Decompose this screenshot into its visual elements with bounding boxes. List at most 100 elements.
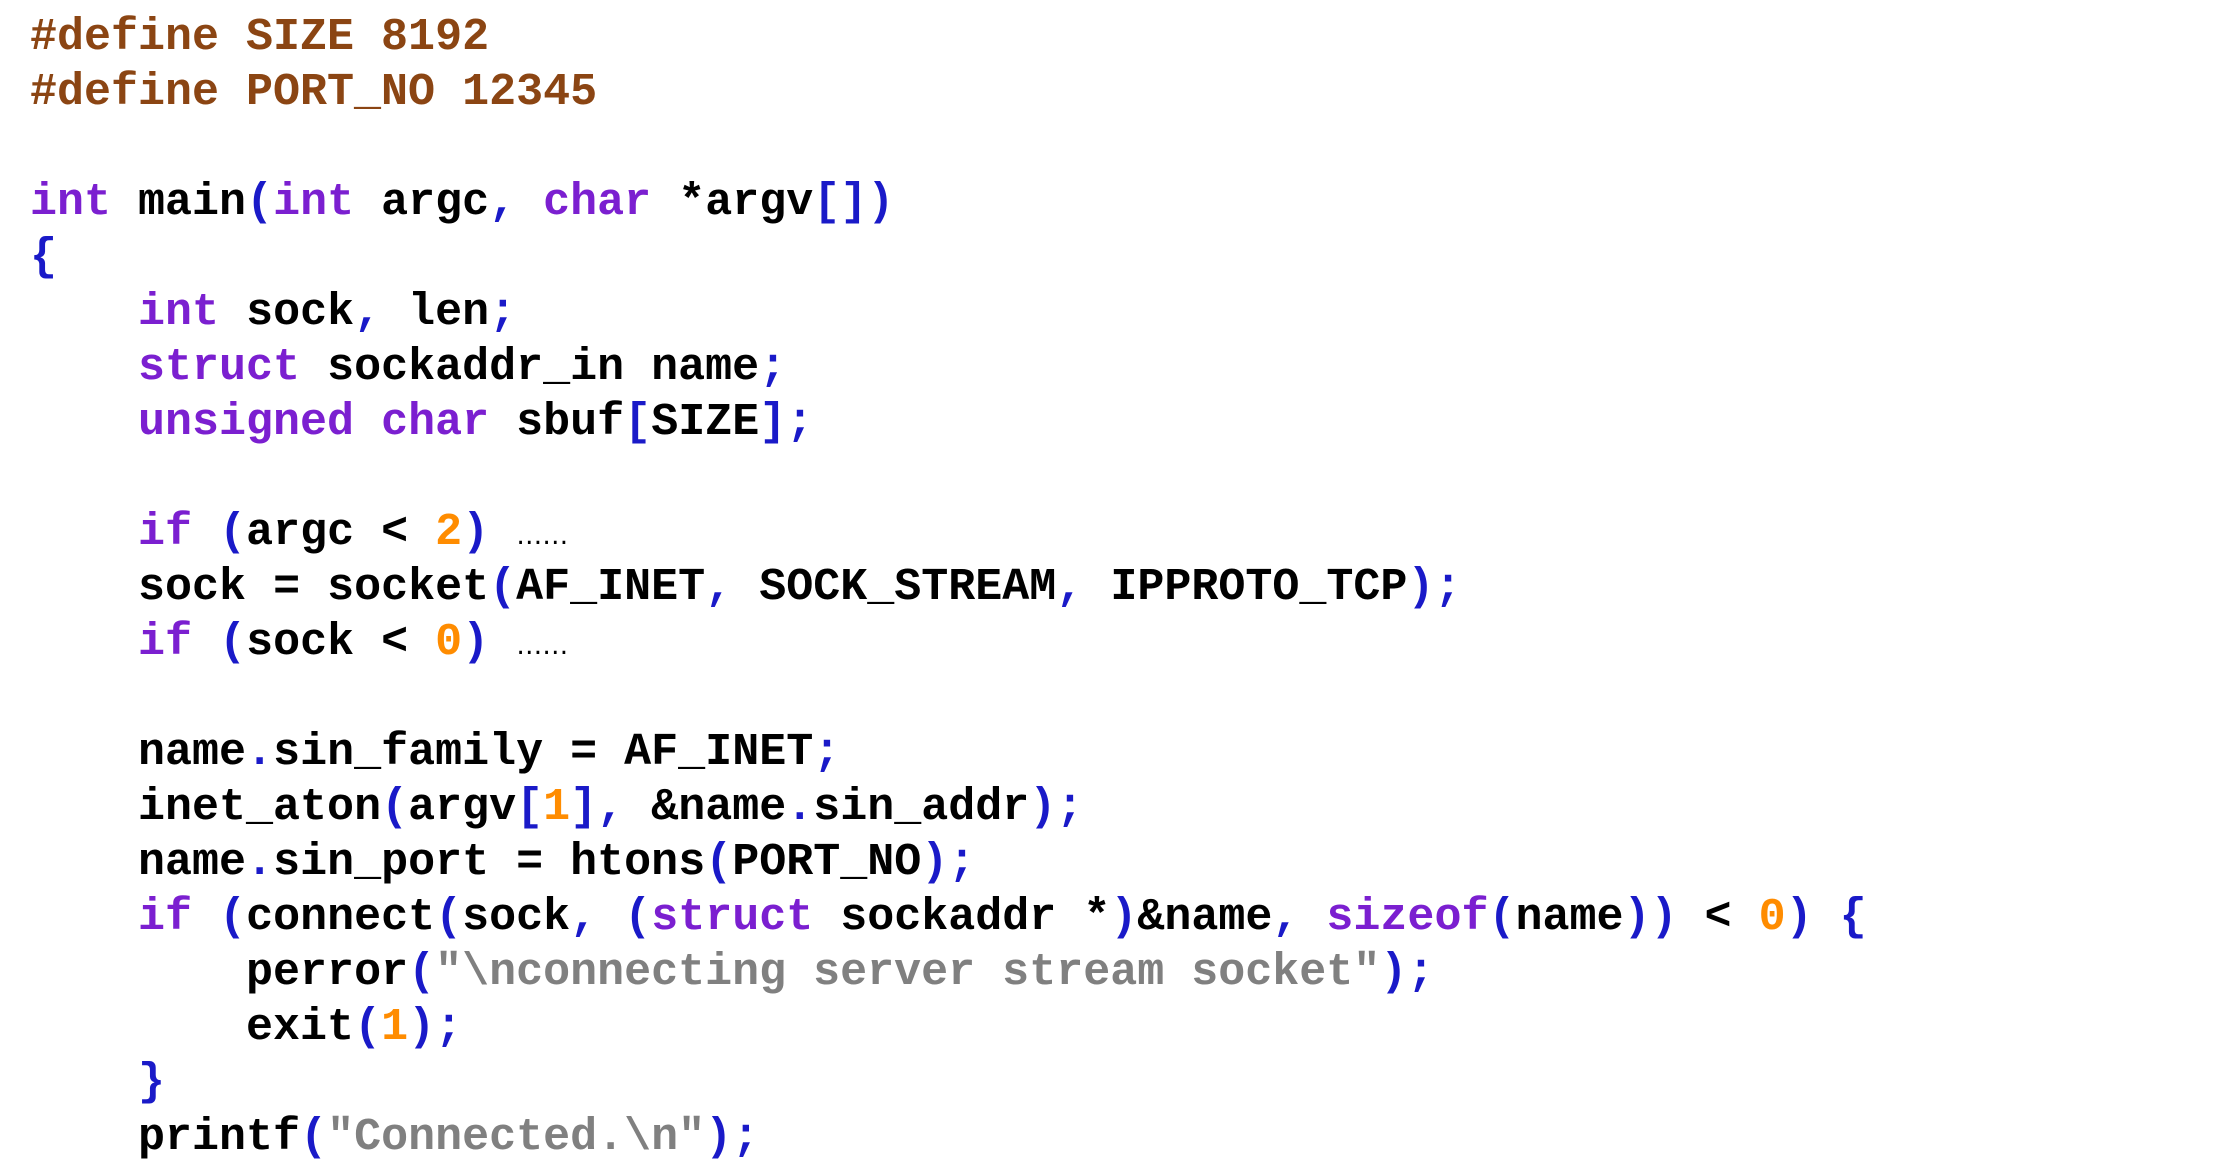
code-line: perror("\nconnecting server stream socke… [30, 945, 1867, 1000]
code-token: . [786, 782, 814, 833]
code-token: ]; [759, 397, 814, 448]
code-token: char [381, 397, 490, 448]
code-token: sock [138, 562, 247, 613]
code-token: , [1272, 892, 1300, 943]
code-token: sock [246, 617, 355, 668]
code-token: < [381, 507, 409, 558]
code-block: #define SIZE 8192#define PORT_NO 12345 i… [30, 10, 1867, 1165]
code-token [624, 342, 651, 393]
code-token: ); [408, 1002, 463, 1053]
code-token [30, 617, 138, 668]
code-token: #define PORT_NO 12345 [30, 67, 598, 118]
code-token: ( [1488, 892, 1516, 943]
code-token: ( [300, 1112, 328, 1163]
code-token [30, 782, 138, 833]
code-token: …… [516, 521, 569, 551]
code-token [219, 287, 246, 338]
code-token: ) [1785, 892, 1813, 943]
code-token [543, 837, 570, 888]
code-token: ; [813, 727, 841, 778]
code-token: ); [705, 1112, 760, 1163]
code-token: ; [759, 342, 787, 393]
code-token: inet_aton [138, 782, 382, 833]
code-token [354, 397, 381, 448]
code-token [489, 397, 516, 448]
code-token: sock [462, 892, 571, 943]
code-token [30, 397, 138, 448]
code-line: if (argc < 2) …… [30, 505, 1867, 560]
code-token: ) [1110, 892, 1138, 943]
code-token [408, 507, 435, 558]
code-token [1732, 892, 1759, 943]
code-token: { [30, 232, 58, 283]
code-line: printf("Connected.\n"); [30, 1110, 1867, 1165]
code-token [354, 617, 381, 668]
code-token: & [651, 782, 679, 833]
code-token: ( [624, 892, 652, 943]
code-line: inet_aton(argv[1], &name.sin_addr); [30, 780, 1867, 835]
code-token [489, 507, 516, 558]
code-token: = [516, 837, 544, 888]
code-token: struct [651, 892, 814, 943]
code-token [543, 727, 570, 778]
code-token: IPPROTO_TCP [1110, 562, 1408, 613]
code-line [30, 450, 1867, 505]
code-token: ); [921, 837, 976, 888]
code-token: SIZE [651, 397, 760, 448]
code-token: ( [219, 892, 247, 943]
code-line: int sock, len; [30, 285, 1867, 340]
code-token [192, 892, 219, 943]
code-token: 2 [435, 507, 463, 558]
code-line: exit(1); [30, 1000, 1867, 1055]
code-token: int [138, 287, 220, 338]
code-line: #define PORT_NO 12345 [30, 65, 1867, 120]
code-token: ); [1407, 562, 1462, 613]
code-token: argc [381, 177, 490, 228]
code-token: , [489, 177, 517, 228]
code-token: []) [813, 177, 895, 228]
code-token: < [381, 617, 409, 668]
code-token [30, 562, 138, 613]
code-token: len [408, 287, 490, 338]
code-token: PORT_NO [732, 837, 922, 888]
code-token [1083, 562, 1110, 613]
code-token [597, 892, 624, 943]
code-token [300, 562, 327, 613]
code-token: name [651, 342, 760, 393]
code-token: connect [246, 892, 436, 943]
code-token: perror [246, 947, 409, 998]
code-token: sin_port [273, 837, 490, 888]
code-token: 1 [381, 1002, 409, 1053]
code-token: "\nconnecting server stream socket" [435, 947, 1381, 998]
code-token: if [138, 617, 193, 668]
code-token: ); [1029, 782, 1084, 833]
code-token: ], [570, 782, 625, 833]
code-token: AF_INET [516, 562, 706, 613]
code-token: = [570, 727, 598, 778]
code-token [30, 1002, 246, 1053]
code-token: argv [408, 782, 517, 833]
code-token [1056, 892, 1083, 943]
code-line: int main(int argc, char *argv[]) [30, 175, 1867, 230]
code-token: * [1083, 892, 1111, 943]
code-line: unsigned char sbuf[SIZE]; [30, 395, 1867, 450]
code-token: , [705, 562, 733, 613]
code-token [300, 342, 327, 393]
code-token [732, 562, 759, 613]
code-token: ) [462, 507, 490, 558]
code-token: "Connected.\n" [327, 1112, 706, 1163]
code-token [516, 177, 543, 228]
code-token: struct [138, 342, 301, 393]
code-token: int [30, 177, 112, 228]
code-token: name [138, 727, 247, 778]
code-token: ; [489, 287, 517, 338]
code-token: < [1704, 892, 1732, 943]
code-token: main [138, 177, 247, 228]
code-token [1813, 892, 1840, 943]
code-token: unsigned [138, 397, 355, 448]
code-token: name [678, 782, 787, 833]
code-line: #define SIZE 8192 [30, 10, 1867, 65]
code-token: printf [138, 1112, 301, 1163]
code-token [111, 177, 138, 228]
code-line [30, 670, 1867, 725]
